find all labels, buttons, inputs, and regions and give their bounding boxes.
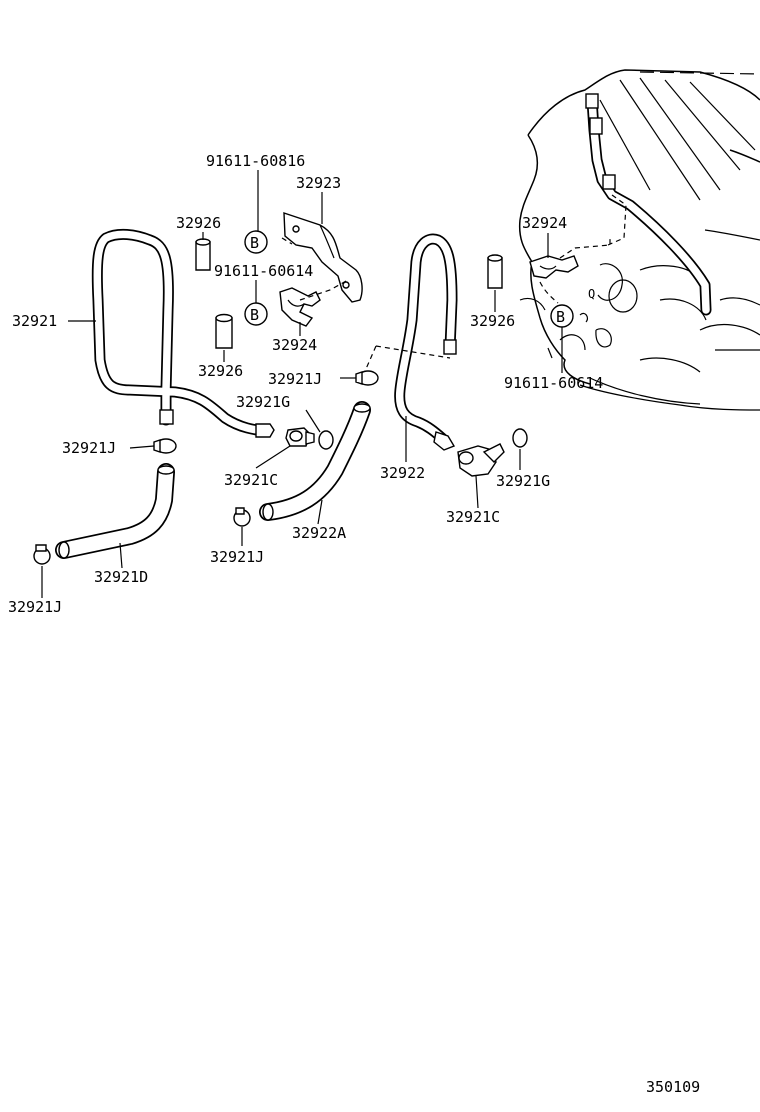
- gasket-32921g-left: [318, 430, 334, 450]
- label-clamp-32921j-lower: 32921J: [210, 548, 264, 566]
- clamp-32921j-upper-mid: [355, 370, 379, 386]
- hose-32922a: [259, 401, 371, 521]
- housing-breather-pipe: [585, 93, 712, 316]
- bolt-marker-b-right: B: [550, 304, 574, 328]
- label-bolt-91611-60614-right: 91611-60614: [504, 374, 603, 392]
- sleeve-32926-top-left: [195, 238, 211, 271]
- label-clamp-32921j-far-left: 32921J: [8, 598, 62, 616]
- gasket-32921g-right: [512, 428, 528, 448]
- clamp-bracket-32924-left: [279, 287, 321, 327]
- bolt-marker-b-top: B: [244, 230, 268, 254]
- label-clamp-bracket-32924-left: 32924: [272, 336, 317, 354]
- label-hose-32921d: 32921D: [94, 568, 148, 586]
- leader-lines: [41, 170, 563, 598]
- transmission-housing: Q: [518, 69, 760, 411]
- label-sleeve-32926-right: 32926: [470, 312, 515, 330]
- bracket-32923: [283, 212, 363, 303]
- bolt-b-label-top: B: [250, 234, 259, 252]
- sleeve-32926-right: [487, 254, 503, 289]
- sleeve-32926-bottom-left: [215, 313, 233, 349]
- pipe-32921: [91, 228, 275, 438]
- label-bracket-32923: 32923: [296, 174, 341, 192]
- dash-bolt-right: [539, 281, 559, 304]
- bolt-b-label-mid: B: [250, 306, 259, 324]
- label-clamp-32921j-upper: 32921J: [268, 370, 322, 388]
- figure-number: 350109: [646, 1078, 700, 1096]
- union-32921c-right: [457, 443, 505, 477]
- clamp-32921j-left: [153, 438, 177, 454]
- label-clamp-bracket-32924-right: 32924: [522, 214, 567, 232]
- pipe-32922: [394, 233, 458, 451]
- label-pipe-32921: 32921: [12, 312, 57, 330]
- label-hose-32922a: 32922A: [292, 524, 346, 542]
- label-sleeve-32926-bottom: 32926: [198, 362, 243, 380]
- callout-labels: 91611-60816 32923 32926 91611-60614 3292…: [8, 152, 700, 1096]
- dash-clamp-mid-b: [375, 345, 451, 359]
- clamp-32921j-lower-mid: [233, 507, 251, 527]
- dash-bracket-right: [559, 238, 611, 259]
- label-bolt-91611-60614-left: 91611-60614: [214, 262, 313, 280]
- dash-bracket-left: [299, 279, 349, 301]
- svg-text:Q: Q: [588, 287, 595, 301]
- label-bolt-91611-60816: 91611-60816: [206, 152, 305, 170]
- dash-bolt-top: [281, 237, 293, 245]
- label-union-32921c-left: 32921C: [224, 471, 278, 489]
- union-32921c-left: [285, 427, 315, 447]
- clamp-bracket-32924-right: [529, 255, 579, 279]
- bolt-b-label-right: B: [556, 308, 565, 326]
- label-gasket-32921g-right: 32921G: [496, 472, 550, 490]
- label-gasket-32921g-left: 32921G: [236, 393, 290, 411]
- hose-32921d: [55, 463, 175, 559]
- label-clamp-32921j-left: 32921J: [62, 439, 116, 457]
- bolt-marker-b-mid: B: [244, 302, 268, 326]
- label-sleeve-32926-top: 32926: [176, 214, 221, 232]
- label-pipe-32922: 32922: [380, 464, 425, 482]
- clamp-32921j-far-left: [33, 544, 51, 565]
- label-union-32921c-right: 32921C: [446, 508, 500, 526]
